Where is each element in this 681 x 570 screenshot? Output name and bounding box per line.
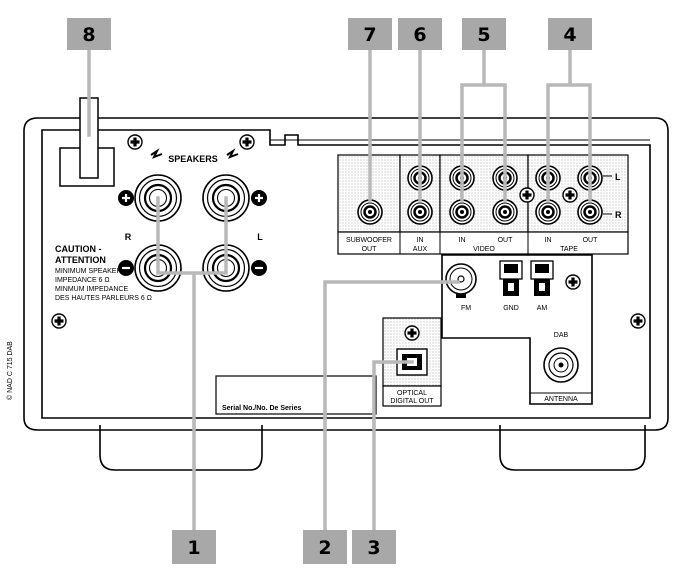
- digital-out-label: DIGITAL OUT: [390, 398, 434, 405]
- video-in-jack-r[interactable]: [448, 198, 476, 226]
- callout-3-label: 3: [367, 537, 380, 559]
- optical-label: OPTICAL: [397, 390, 427, 397]
- attention-title: ATTENTION: [55, 255, 106, 265]
- callout-8: 8: [67, 18, 111, 50]
- speaker-terminals: SPEAKERS R L CAUTION - ATTENTION MINIMUM…: [55, 148, 267, 302]
- leader-lines: [87, 46, 592, 532]
- fm-label: FM: [461, 305, 471, 312]
- callout-3: 3: [352, 530, 396, 564]
- speaker-left-label: L: [257, 232, 263, 242]
- screw-icon: [51, 313, 67, 329]
- fm-connector[interactable]: [445, 263, 477, 298]
- right-foot: [499, 425, 646, 471]
- rca-jack-panel: L R SUBWOOFER OUT IN AUX IN OUT VIDEO IN…: [337, 154, 629, 255]
- subwoofer-out-jack[interactable]: [356, 198, 384, 226]
- tape-in-label: IN: [545, 237, 552, 244]
- aux-in-jack-r[interactable]: [406, 198, 434, 226]
- minus-icon: [251, 260, 267, 276]
- callout-4: 4: [548, 18, 592, 50]
- callout-7-label: 7: [363, 24, 376, 46]
- caution-title: CAUTION -: [55, 244, 102, 254]
- video-out-label: OUT: [498, 237, 514, 244]
- gnd-terminal[interactable]: [499, 260, 523, 296]
- screw-icon: [630, 313, 646, 329]
- caution-line: IMPEDANCE 6 Ω: [55, 277, 110, 284]
- caution-line: MINIMUM SPEAKER: [55, 268, 122, 275]
- callout-4-label: 4: [563, 24, 576, 46]
- serial-plate: Serial No./No. De Series: [215, 375, 377, 415]
- channel-r-label: R: [615, 210, 622, 220]
- callout-5-label: 5: [477, 24, 490, 46]
- antenna-title: ANTENNA: [544, 396, 578, 403]
- callout-2: 2: [303, 530, 347, 564]
- subwoofer-out-label: OUT: [362, 246, 378, 253]
- screw-icon: [565, 274, 581, 290]
- chassis: [23, 117, 669, 471]
- leader-4: [546, 46, 592, 202]
- tape-out-label: OUT: [583, 237, 599, 244]
- channel-l-label: L: [615, 172, 621, 182]
- serial-label: Serial No./No. De Series: [222, 405, 301, 412]
- am-terminal[interactable]: [530, 260, 554, 296]
- screw-icon: [239, 134, 255, 150]
- lightning-icon: [150, 148, 163, 159]
- callout-6-label: 6: [413, 24, 426, 46]
- screw-icon: [519, 187, 535, 203]
- optical-label-box: [382, 385, 442, 407]
- dab-connector[interactable]: [543, 347, 579, 383]
- speakers-title: SPEAKERS: [168, 154, 218, 164]
- antenna-section: FM GND AM DAB ANTENNA: [441, 254, 593, 405]
- callout-2-label: 2: [318, 537, 331, 559]
- leader-5: [460, 46, 507, 202]
- subwoofer-label: SUBWOOFER: [346, 237, 392, 244]
- aux-in-label: IN: [417, 237, 424, 244]
- callout-8-label: 8: [82, 24, 95, 46]
- speaker-right-label: R: [125, 232, 132, 242]
- tape-in-jack-r[interactable]: [534, 198, 562, 226]
- antenna-panel-outline: [441, 254, 593, 405]
- callout-1: 1: [172, 530, 216, 564]
- caution-line: MINMUM IMPEDANCE: [55, 286, 128, 293]
- minus-icon: [118, 260, 134, 276]
- tape-out-jack-r[interactable]: [576, 198, 604, 226]
- gnd-label: GND: [503, 305, 519, 312]
- power-cord: [59, 97, 115, 187]
- jack-label-strip: [337, 231, 629, 255]
- lightning-icon: [226, 148, 239, 159]
- callout-7: 7: [348, 18, 392, 50]
- leader-3: [372, 360, 414, 532]
- dab-label: DAB: [554, 332, 569, 339]
- screw-icon: [404, 325, 420, 341]
- screw-icon: [127, 134, 143, 150]
- tape-label: TAPE: [560, 246, 578, 253]
- caution-line: DES HAUTES PARLEURS 6 Ω: [55, 295, 152, 302]
- left-foot: [99, 425, 263, 471]
- video-in-label: IN: [459, 237, 466, 244]
- callout-1-label: 1: [187, 537, 200, 559]
- model-side-text: © NAD C 715 DAB: [6, 341, 14, 400]
- aux-label: AUX: [413, 246, 428, 253]
- outer-cabinet: [23, 117, 669, 431]
- callout-6: 6: [398, 18, 442, 50]
- leader-2: [323, 280, 460, 532]
- plus-icon: [251, 190, 267, 206]
- screw-icon: [562, 187, 578, 203]
- am-label: AM: [537, 305, 548, 312]
- callout-5: 5: [462, 18, 506, 50]
- video-label: VIDEO: [473, 246, 495, 253]
- video-out-jack-r[interactable]: [491, 198, 519, 226]
- leader-1: [156, 196, 228, 532]
- plus-icon: [118, 190, 134, 206]
